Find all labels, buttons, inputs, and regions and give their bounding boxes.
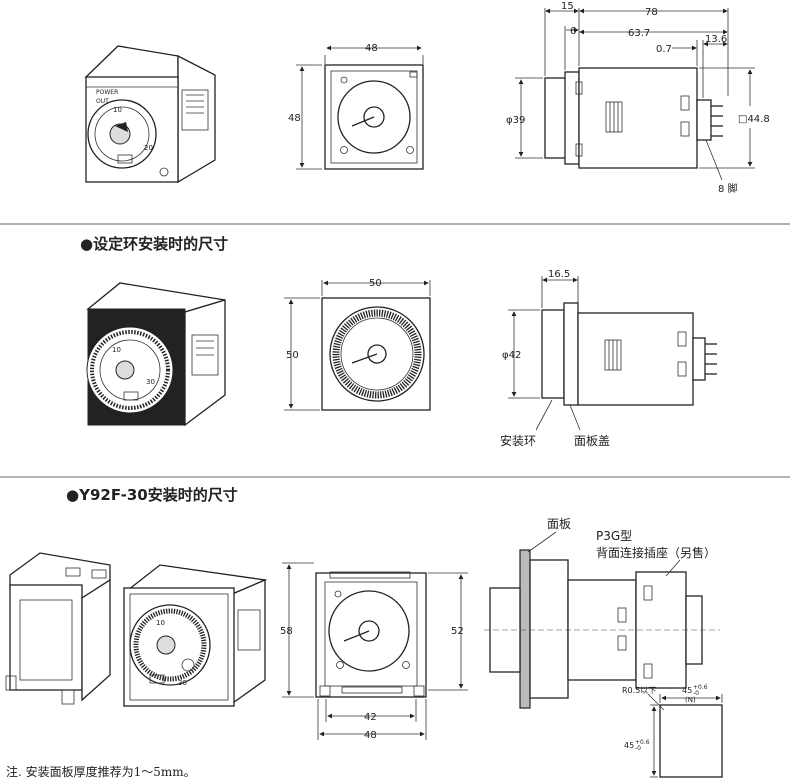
dim-ring-50h: 50 (286, 350, 299, 361)
heading-ring: ●设定环安装时的尺寸 (80, 235, 228, 253)
dim-58: 58 (280, 626, 293, 637)
dim-52: 52 (451, 626, 464, 637)
side-view-ring: 16.5 φ42 安装环 面板盖 (500, 269, 717, 448)
label-p3g: P3G型 (596, 529, 632, 543)
y92f-dial-30: 30 (178, 679, 187, 687)
cutout-tol-h-minus: -0 (635, 745, 641, 752)
cutout-tol-w-plus: +0.6 (693, 684, 708, 691)
label-panel: 面板 (547, 517, 571, 531)
front-view-top: 48 48 (288, 43, 424, 170)
dim-63-7: 63.7 (628, 28, 650, 39)
heading-y92f: ●Y92F-30安装时的尺寸 (66, 486, 238, 504)
timer-photo-top: POWER OUT 10 20 (84, 45, 216, 184)
ring-dial-10: 10 (112, 346, 121, 354)
dim-phi42: φ42 (502, 350, 521, 361)
dim-0-7: 0.7 (656, 44, 672, 55)
label-socket: 背面连接插座（另售） (596, 545, 716, 560)
panel-cutout: R0.5以下 45 +0.6 -0 (N) 45 +0.6 -0 (622, 684, 723, 778)
out-label: OUT (96, 98, 109, 105)
dial-20: 20 (144, 144, 153, 152)
dim-phi39: φ39 (506, 115, 525, 126)
side-view-top: 15 78 6 63.7 0.7 13.6 φ39 □44.8 8 脚 (506, 1, 770, 195)
dim-48-height: 48 (288, 113, 301, 124)
cutout-tol-w-minus: -0 (693, 690, 699, 697)
cutout-r05: R0.5以下 (622, 686, 656, 695)
dim-ring-50w: 50 (369, 278, 382, 289)
dial-10: 10 (113, 106, 122, 114)
dim-44-8: □44.8 (738, 114, 770, 125)
cutout-n: (N) (685, 696, 696, 704)
dim-15: 15 (561, 1, 574, 12)
timer-photo-y92f: 10 30 (123, 564, 268, 707)
front-view-y92f: 58 52 42 48 (280, 562, 468, 741)
y92f-dial-10: 10 (156, 619, 165, 627)
dim-6: 6 (570, 26, 576, 37)
label-panel-cover: 面板盖 (574, 434, 610, 448)
adapter-frame-photo (5, 552, 111, 705)
cutout-45-h: 45 (624, 741, 634, 750)
label-ring-install: 安装环 (500, 433, 536, 448)
pins-label: 8 脚 (718, 182, 738, 195)
dim-13-6: 13.6 (705, 34, 727, 45)
dim-42: 42 (364, 712, 377, 723)
cutout-tol-h-plus: +0.6 (635, 739, 650, 746)
cutout-45-w: 45 (682, 686, 692, 695)
dim-78: 78 (645, 7, 658, 18)
timer-photo-ring: 10 30 (86, 282, 226, 427)
footnote: 注. 安装面板厚度推荐为1～5mm。 (6, 764, 196, 779)
power-label: POWER (96, 89, 118, 96)
side-view-y92f: 面板 P3G型 背面连接插座（另售） (484, 517, 720, 709)
ring-dial-30: 30 (146, 378, 155, 386)
front-view-ring: 50 50 (284, 278, 431, 411)
dim-48-bottom: 48 (364, 730, 377, 741)
dim-48-width: 48 (365, 43, 378, 54)
dim-16-5: 16.5 (548, 269, 570, 280)
